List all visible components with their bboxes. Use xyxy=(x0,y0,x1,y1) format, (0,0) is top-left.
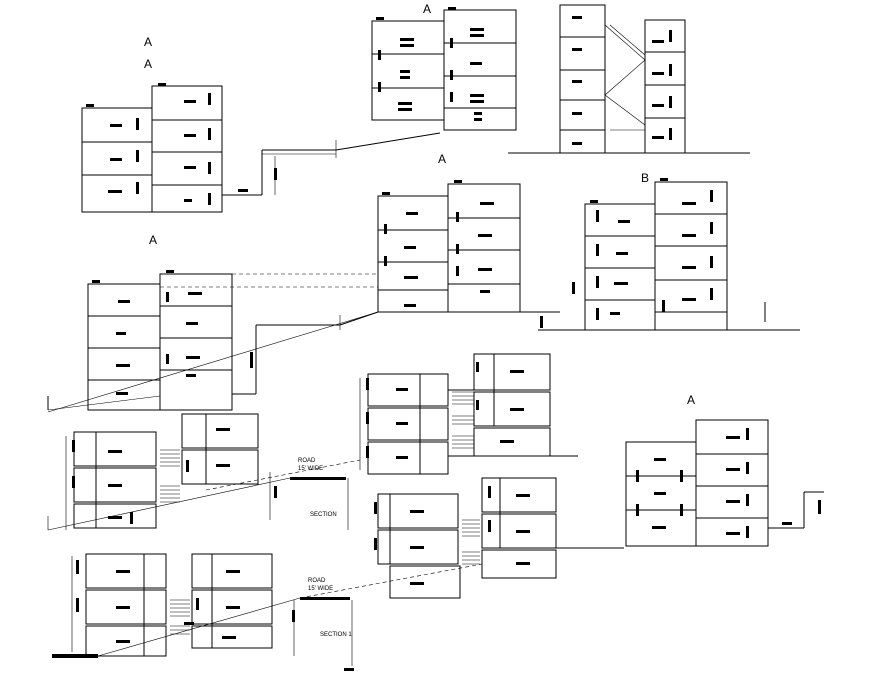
road-label-1-line1: ROAD xyxy=(298,458,316,464)
elevation-block-6 xyxy=(47,270,379,413)
elevation-block-7 xyxy=(625,419,824,547)
elevation-block-4 xyxy=(377,180,595,331)
section-drawing-c xyxy=(299,477,624,599)
road-label-2-line2: 15' WIDE xyxy=(308,586,333,592)
section-label-2: SECTION 1 xyxy=(320,632,352,638)
elevation-label-a6: A xyxy=(687,393,695,407)
elevation-label-a5: A xyxy=(149,233,157,247)
section-drawing-b xyxy=(47,413,361,531)
section-drawing-a xyxy=(359,353,578,475)
road-label-1-line2: 15' WIDE xyxy=(298,466,323,472)
elevation-label-a4: A xyxy=(438,152,446,166)
section-drawing-d xyxy=(52,553,354,671)
elevation-label-a3: A xyxy=(423,2,431,16)
road-label-2-line1: ROAD xyxy=(308,578,326,584)
section-label-1: SECTION xyxy=(310,512,337,518)
elevation-block-3 xyxy=(508,4,750,154)
elevation-label-a1: A xyxy=(144,35,152,49)
elevation-label-b1: B xyxy=(641,171,649,185)
elevation-label-a2: A xyxy=(144,57,152,71)
elevation-block-2 xyxy=(371,7,517,131)
elevation-block-5 xyxy=(560,178,800,331)
elevation-block-1 xyxy=(81,83,441,213)
